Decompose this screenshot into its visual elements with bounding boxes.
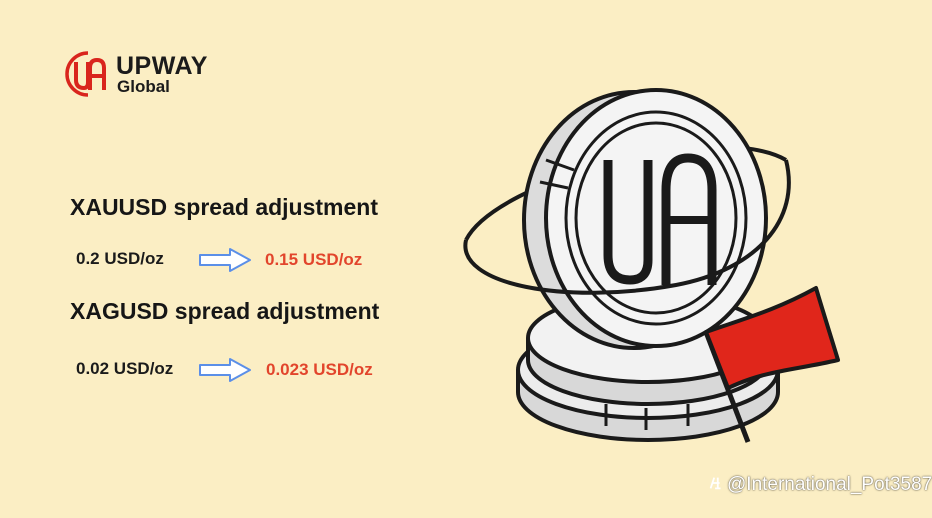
coin-icon <box>522 88 768 350</box>
xauusd-old-spread: 0.2 USD/oz <box>76 249 164 268</box>
xagusd-spread-row: 0.02 USD/oz 0.023 USD/oz <box>76 357 436 383</box>
arrow-right-icon <box>199 248 251 272</box>
xagusd-old-spread: 0.02 USD/oz <box>76 359 174 378</box>
xagusd-new-spread: 0.023 USD/oz <box>266 360 373 379</box>
arrow-right-icon <box>199 358 251 382</box>
flag-icon <box>703 286 840 443</box>
brand-name: UPWAY <box>116 52 208 80</box>
brand-subtitle: Global <box>117 77 170 96</box>
brand-logo: UPWAY Global <box>64 50 224 100</box>
xauusd-title: XAUUSD spread adjustment <box>70 194 379 220</box>
upway-logo-icon <box>65 51 106 97</box>
orbit-ring-front <box>463 159 791 295</box>
xagusd-title: XAGUSD spread adjustment <box>70 298 380 324</box>
xauusd-new-spread: 0.15 USD/oz <box>265 250 363 269</box>
zhihu-icon <box>707 474 727 498</box>
watermark: @International_Pot3587 <box>707 474 932 498</box>
watermark-text: @International_Pot3587 <box>727 474 932 495</box>
coin-illustration <box>463 88 840 443</box>
xauusd-spread-row: 0.2 USD/oz 0.15 USD/oz <box>76 247 436 273</box>
